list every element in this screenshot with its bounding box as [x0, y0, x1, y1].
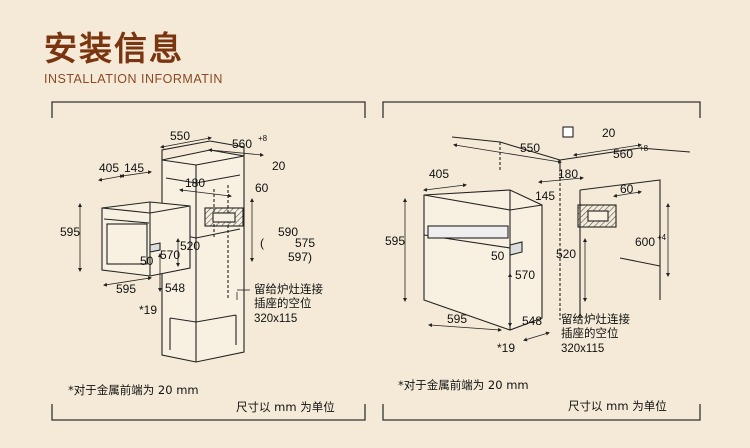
cutout-note-size: 320x115 [561, 343, 604, 355]
right-oven [423, 189, 543, 331]
dim-20: 20 [272, 159, 286, 173]
cutout-note-line2: 插座的空位 [561, 326, 619, 340]
left-oven [101, 201, 191, 277]
dim-595-height: 595 [385, 234, 405, 248]
dim-405: 405 [99, 161, 119, 175]
dim-590: 590 [278, 225, 298, 239]
dim-50: 50 [491, 249, 505, 263]
dim-550: 550 [520, 141, 540, 155]
dim-595-width: 595 [447, 312, 467, 326]
dim-60: 60 [255, 181, 269, 195]
right-cutout-note: 留给炉灶连接 插座的空位 320x115 [561, 312, 630, 355]
dim-550: 550 [170, 129, 190, 143]
dim-180: 180 [558, 167, 578, 181]
left-panel-frame [51, 101, 366, 421]
left-cutout-note: 留给炉灶连接 插座的空位 320x115 [254, 282, 323, 325]
dim-520: 520 [180, 239, 200, 253]
dim-50: 50 [140, 254, 154, 268]
dim-520: 520 [556, 247, 576, 261]
dim-145: 145 [124, 161, 144, 175]
dim-570: 570 [160, 248, 180, 262]
right-dimension-labels: 550 20 560 +8 405 180 60 145 595 600 +4 … [385, 126, 667, 355]
dim-560: 560 [613, 147, 633, 161]
right-dimension-lines [403, 143, 670, 342]
dim-548: 548 [522, 314, 542, 328]
dim-20: 20 [602, 126, 616, 140]
right-countertop [451, 126, 691, 320]
right-footnote: *对于金属前端为 20 mm [398, 378, 529, 392]
cutout-note-line1: 留给炉灶连接 [254, 282, 323, 296]
dim-600-tolerance: +4 [657, 233, 667, 242]
dim-595-width: 595 [116, 282, 136, 296]
page-subtitle: INSTALLATION INFORMATIN [44, 72, 223, 86]
cutout-note-line2: 插座的空位 [254, 296, 312, 310]
dim-548: 548 [165, 281, 185, 295]
right-panel-frame [382, 101, 701, 421]
dim-575: 575 [295, 236, 315, 250]
left-cabinet [161, 140, 245, 363]
dim-145: 145 [535, 189, 555, 203]
left-footnote: *对于金属前端为 20 mm [68, 383, 199, 397]
dim-600: 600 [635, 235, 655, 249]
dim-19: *19 [139, 303, 157, 317]
cutout-note-line1: 留给炉灶连接 [561, 312, 630, 326]
cutout-note-size: 320x115 [254, 313, 297, 325]
dim-560-tolerance: +8 [258, 134, 268, 143]
dim-560-tolerance: +8 [639, 144, 649, 153]
dim-597: 597) [288, 250, 312, 264]
dim-595-height: 595 [60, 225, 80, 239]
dim-19: *19 [497, 341, 515, 355]
page-title: 安装信息 [44, 29, 184, 68]
dim-570: 570 [515, 268, 535, 282]
right-unit-note: 尺寸以 mm 为单位 [568, 399, 667, 413]
dim-60: 60 [620, 182, 634, 196]
dim-180: 180 [185, 176, 205, 190]
paren-open: ( [260, 236, 264, 250]
left-unit-note: 尺寸以 mm 为单位 [236, 400, 335, 414]
left-dimension-labels: 550 560 +8 20 405 145 180 60 595 590 ( 5… [60, 129, 315, 317]
dim-560: 560 [232, 137, 252, 151]
left-dimension-lines [78, 136, 264, 300]
dim-405: 405 [429, 167, 449, 181]
